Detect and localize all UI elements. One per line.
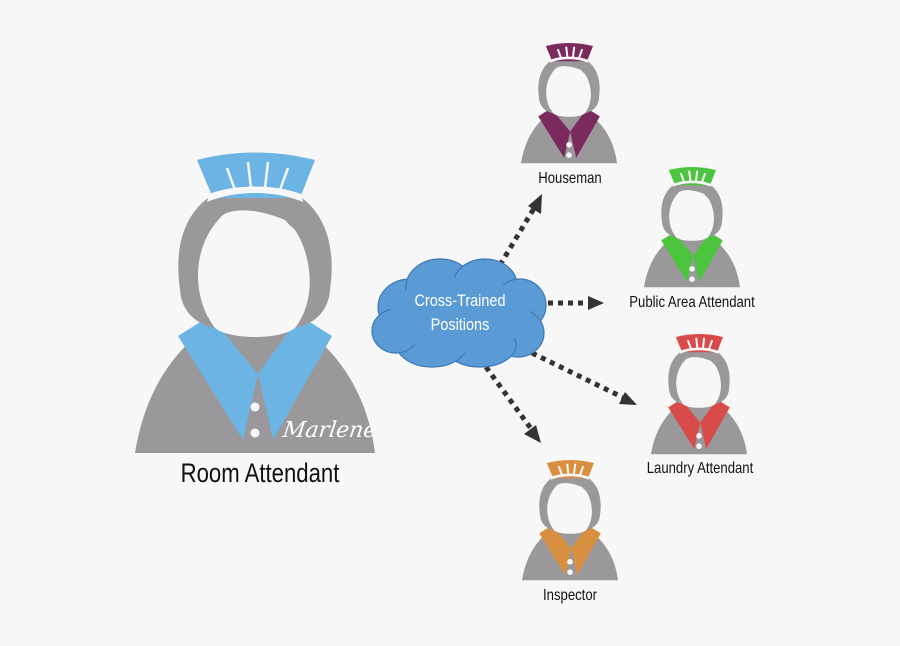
inspector-label: Inspector [543, 587, 597, 604]
arrow-to-inspector [483, 365, 535, 432]
laundry-attendant-figure [651, 333, 747, 455]
person-icon [644, 167, 740, 288]
houseman-figure [521, 42, 617, 164]
inspector-figure [522, 459, 618, 581]
cloud-text-line2: Positions [430, 315, 490, 334]
person-icon [135, 152, 375, 453]
person-icon [521, 43, 617, 164]
laundry-attendant-label: Laundry Attendant [646, 460, 754, 477]
name-signature: Marlene [281, 418, 379, 443]
room-attendant-figure: Marlene [135, 150, 379, 455]
arrowhead-public-area [588, 296, 604, 310]
arrow-to-houseman [497, 203, 539, 267]
arrowhead-inspector [524, 425, 541, 443]
arrowhead-laundry [619, 392, 637, 405]
arrow-to-laundry [530, 350, 626, 401]
arrowhead-houseman [528, 194, 542, 214]
cloud-text-line1: Cross-Trained [414, 291, 506, 310]
room-attendant-label: Room Attendant [180, 458, 340, 488]
public-area-attendant-label: Public Area Attendant [629, 294, 755, 311]
public-area-attendant-figure [644, 166, 740, 288]
cross-trained-cloud: Cross-Trained Positions [370, 255, 550, 370]
person-icon [651, 334, 747, 455]
houseman-label: Houseman [538, 170, 602, 187]
person-icon [522, 460, 618, 581]
